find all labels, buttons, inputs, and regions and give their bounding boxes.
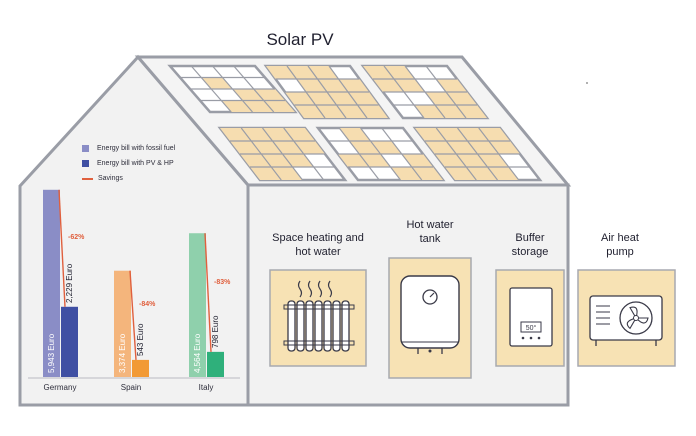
- component-boxes: 50°: [269, 257, 676, 379]
- buffer-storage-icon: 50°: [495, 269, 565, 367]
- component-label-buffer-storage: Buffer storage: [511, 232, 549, 258]
- savings-percent: -83%: [214, 278, 231, 286]
- bar-chart: [28, 189, 240, 379]
- chart-legend: Energy bill with fossil fuel Energy bill…: [82, 141, 175, 186]
- bar-pv-hp: [132, 359, 149, 377]
- category-label: Germany: [43, 383, 77, 392]
- solar-panel: [360, 64, 490, 120]
- legend-label-savings: Savings: [98, 175, 123, 182]
- stray-dot: [586, 82, 588, 84]
- legend-swatch-fossil: [82, 145, 89, 152]
- component-label-air-heat-pump: Air heat pump: [601, 232, 639, 258]
- bar-label-fossil: 5,943 Euro: [47, 333, 56, 373]
- buffer-display: 50°: [526, 324, 537, 332]
- savings-line: [129, 270, 137, 360]
- solar-panel: [217, 126, 348, 182]
- legend-item-savings: Savings: [82, 171, 175, 186]
- bar-fossil: [189, 233, 206, 377]
- bar-pv-hp: [207, 351, 224, 377]
- solar-panel: [412, 126, 543, 182]
- component-label-hot-water-tank: Hot water tank: [406, 219, 454, 245]
- legend-label-pv: Energy bill with PV & HP: [97, 160, 174, 167]
- heat-pump-icon: [577, 269, 676, 367]
- category-label: Italy: [198, 383, 214, 392]
- legend-item-fossil: Energy bill with fossil fuel: [82, 141, 175, 156]
- bar-label-pv-hp: 543 Euro: [136, 323, 145, 356]
- bar-fossil: [43, 189, 60, 377]
- water-tank-icon: [388, 257, 472, 379]
- solar-panel: [263, 64, 391, 120]
- category-label: Spain: [120, 383, 142, 392]
- bar-label-pv-hp: 2,229 Euro: [65, 263, 74, 303]
- savings-line: [58, 189, 66, 307]
- legend-item-pv: Energy bill with PV & HP: [82, 156, 175, 171]
- solar-panel: [315, 126, 446, 182]
- radiator-icon: [269, 269, 367, 367]
- solar-panel: [167, 64, 298, 114]
- solar-panels: [167, 64, 543, 182]
- bar-pv-hp: [61, 306, 78, 377]
- bar-fossil: [114, 270, 131, 377]
- page-title: Solar PV: [266, 30, 334, 49]
- bar-label-fossil: 3,374 Euro: [118, 333, 127, 373]
- legend-line-savings: [82, 177, 93, 180]
- savings-percent: -62%: [68, 234, 85, 242]
- savings-percent: -84%: [139, 301, 156, 309]
- legend-label-fossil: Energy bill with fossil fuel: [97, 145, 176, 152]
- bar-label-fossil: 4,564 Euro: [193, 333, 202, 373]
- savings-line: [204, 233, 212, 352]
- component-label-space-heating: Space heating and hot water: [272, 232, 364, 258]
- bar-label-pv-hp: 798 Euro: [211, 315, 220, 348]
- legend-swatch-pv: [82, 160, 89, 167]
